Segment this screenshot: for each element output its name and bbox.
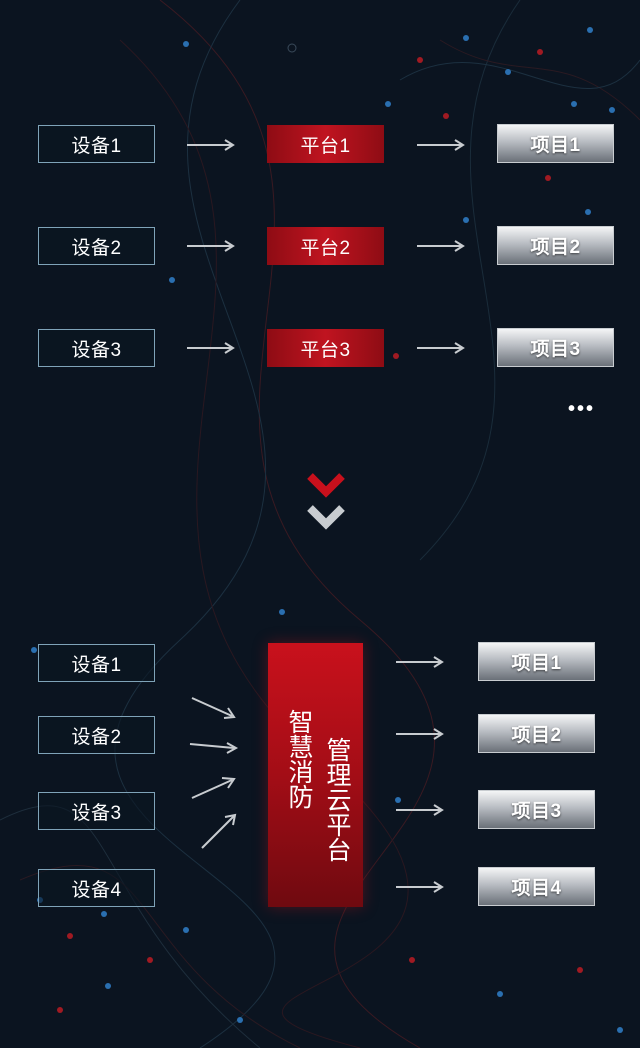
arrow-right-icon	[396, 881, 444, 893]
converging-arrows	[189, 697, 239, 849]
arrow-right-icon	[396, 804, 444, 816]
device-box: 设备1	[38, 644, 155, 682]
double-chevron-down-icon	[307, 473, 345, 530]
project-label: 项目3	[511, 801, 562, 822]
smart-fire-cloud-platform: 管理云平台 智慧消防	[268, 643, 363, 907]
project-box: 项目2	[497, 226, 614, 265]
arrow-right-icon	[396, 728, 444, 740]
arrow-right-icon	[396, 656, 444, 668]
project-box: 项目3	[497, 328, 614, 367]
project-box: 项目3	[478, 790, 595, 829]
arrow-right-icon	[187, 240, 235, 252]
project-box: 项目1	[497, 124, 614, 163]
device-box: 设备4	[38, 869, 155, 907]
device-box: 设备3	[38, 329, 155, 367]
platform-box: 平台1	[267, 125, 384, 163]
project-label: 项目2	[530, 237, 581, 258]
arrow-right-icon	[417, 240, 465, 252]
device-box: 设备3	[38, 792, 155, 830]
project-label: 项目3	[530, 339, 581, 360]
project-box: 项目1	[478, 642, 595, 681]
project-label: 项目2	[511, 725, 562, 746]
arrow-right-icon	[187, 139, 235, 151]
platform-box: 平台3	[267, 329, 384, 367]
arrow-right-icon	[187, 342, 235, 354]
platform-box: 平台2	[267, 227, 384, 265]
project-box: 项目2	[478, 714, 595, 753]
project-label: 项目1	[511, 653, 562, 674]
arrow-right-icon	[417, 342, 465, 354]
project-label: 项目1	[530, 135, 581, 156]
device-box: 设备2	[38, 716, 155, 754]
project-label: 项目4	[511, 878, 562, 899]
cloud-platform-line1: 管理云平台	[323, 737, 351, 862]
project-box: 项目4	[478, 867, 595, 906]
device-box: 设备2	[38, 227, 155, 265]
device-box: 设备1	[38, 125, 155, 163]
cloud-platform-line2: 智慧消防	[285, 709, 313, 809]
arrow-right-icon	[417, 139, 465, 151]
ellipsis-more: •••	[568, 398, 596, 420]
